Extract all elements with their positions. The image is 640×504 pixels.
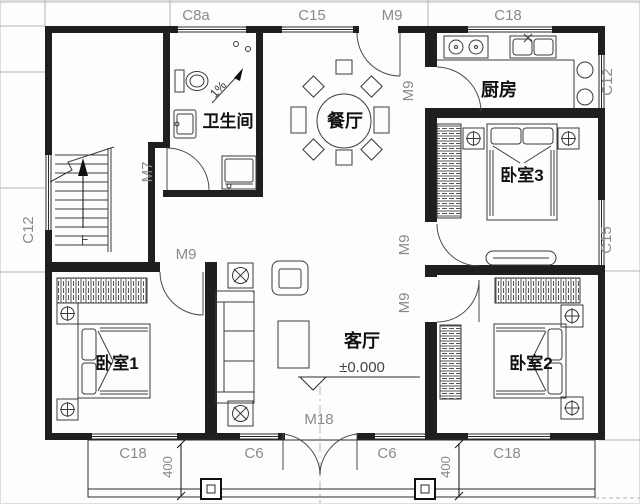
label-window-c15-right: C15: [598, 226, 615, 254]
label-room-bathroom: 卫生间: [203, 111, 254, 131]
window-c18-bottom-left: [92, 433, 177, 440]
windows: [45, 26, 605, 440]
sofa: [215, 290, 255, 404]
label-window-c6-bottom-right: C6: [377, 445, 396, 462]
sink: [509, 33, 557, 59]
label-door-m7: M7: [139, 162, 156, 183]
bed: [493, 323, 567, 399]
window-c15-right: [598, 200, 605, 265]
door-m18-entrance: [282, 433, 358, 476]
nightstand: [560, 304, 584, 328]
coffee-table: [277, 320, 310, 369]
living-room-furniture: [215, 260, 310, 427]
label-window-c12-right: C12: [599, 68, 616, 96]
label-porch-dim-right: 400: [438, 456, 453, 478]
label-door-m9-kitchen: M9: [400, 81, 417, 102]
bench: [485, 250, 557, 266]
label-door-m9-top: M9: [382, 7, 403, 24]
washbasin: [173, 109, 197, 139]
floor-drain: [233, 41, 239, 47]
porch: [87, 439, 596, 501]
label-door-m18: M18: [304, 411, 333, 428]
label-stair-up: 上: [77, 234, 89, 248]
bedroom3-furniture: [436, 123, 580, 266]
nightstand: [560, 396, 584, 420]
door-m9-bedroom3: [436, 223, 480, 267]
label-slope: 1%: [207, 78, 229, 100]
nightstand: [56, 302, 79, 325]
label-door-m9-bedroom3: M9: [396, 235, 413, 256]
label-room-bedroom2: 卧室2: [509, 353, 552, 373]
wardrobe: [436, 123, 462, 219]
label-window-c8a: C8a: [182, 7, 210, 24]
stair-up-arrow: [78, 158, 88, 176]
window-c8a: [178, 26, 246, 33]
label-window-c15-top: C15: [298, 7, 326, 24]
door-m9-dining-top: [356, 32, 401, 77]
nightstand: [56, 398, 79, 421]
window-c12-left: [45, 155, 52, 230]
window-c12-right: [598, 55, 605, 108]
label-window-c18-bottom-left: C18: [119, 445, 147, 462]
level-symbol: [298, 376, 420, 391]
label-porch-dim-left: 400: [160, 456, 175, 478]
wardrobe: [494, 277, 581, 304]
doors: [159, 32, 482, 476]
porch-column: [414, 478, 436, 500]
nightstand: [557, 127, 580, 150]
label-window-c18-bottom-right: C18: [493, 445, 521, 462]
label-door-m9-bedroom2: M9: [396, 293, 413, 314]
label-room-living: 客厅: [344, 330, 380, 351]
label-room-bedroom1: 卧室1: [95, 353, 138, 373]
dresser: [439, 324, 462, 400]
interior-walls: [45, 26, 605, 440]
bedroom2-furniture: [439, 277, 584, 420]
label-door-m9-hall: M9: [176, 246, 197, 263]
label-room-kitchen: 厨房: [481, 79, 517, 100]
bed: [486, 123, 558, 221]
shower-unit: [221, 155, 257, 190]
bed: [77, 323, 151, 399]
label-floor-level: ±0.000: [339, 359, 385, 376]
armchair: [271, 260, 309, 296]
bathroom-fixtures: [173, 41, 257, 190]
exterior-walls: [45, 26, 605, 440]
floor-drain: [245, 46, 251, 52]
door-m9-kitchen: [436, 66, 482, 112]
stove: [443, 35, 489, 59]
side-table: [227, 400, 254, 427]
porch-column: [200, 478, 222, 500]
wardrobe: [56, 277, 148, 304]
slope-arrow: [211, 68, 243, 104]
window-c18-bottom-right: [468, 433, 550, 440]
label-window-c18-top: C18: [494, 7, 522, 24]
bedroom1-furniture: [56, 277, 151, 421]
side-table: [227, 262, 254, 289]
label-window-c6-bottom-left: C6: [244, 445, 263, 462]
nightstand: [462, 127, 485, 150]
door-m7-bathroom: [166, 147, 210, 191]
staircase: [49, 146, 115, 252]
counter-bowl: [576, 61, 594, 79]
window-c15-top: [282, 26, 353, 33]
porch-dimension-line: [176, 439, 186, 501]
kitchen-fixtures: [437, 33, 594, 108]
door-m9-bedroom1: [159, 271, 204, 316]
label-window-c12-left: C12: [20, 216, 37, 244]
toilet: [174, 69, 209, 93]
door-m9-bedroom2: [436, 279, 480, 323]
window-c18-top: [468, 26, 552, 33]
porch-dimension-line: [454, 439, 464, 501]
counter-bowl: [576, 88, 594, 106]
label-room-dining: 餐厅: [326, 110, 363, 131]
dining-table-set: [290, 59, 390, 166]
window-c6-bottom-left: [240, 433, 278, 440]
window-c6-bottom-right: [375, 433, 425, 440]
label-room-bedroom3: 卧室3: [500, 165, 543, 185]
